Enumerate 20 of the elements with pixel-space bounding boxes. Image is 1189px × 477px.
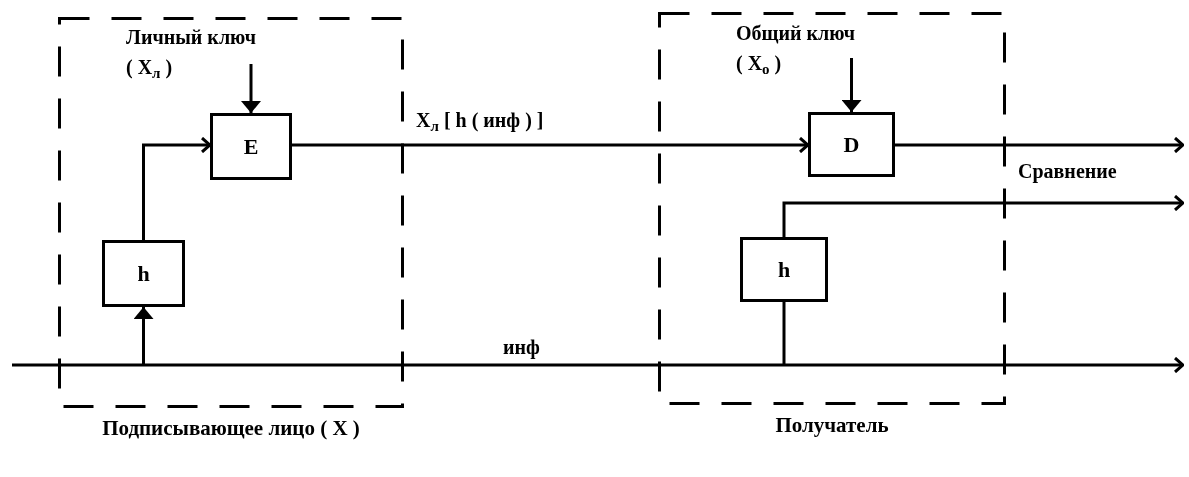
- connector-arrow: [782, 194, 1185, 237]
- frame-caption: Подписывающее лицо ( X ): [101, 415, 361, 442]
- signal-label: Сравнение: [1018, 159, 1117, 184]
- signal-label: инф: [503, 335, 540, 360]
- connector-line: [782, 302, 786, 365]
- connector-arrow: [895, 136, 1185, 154]
- process-box: h: [102, 240, 185, 307]
- key-label: Личный ключ: [126, 25, 256, 50]
- frame-caption: Получатель: [774, 412, 890, 439]
- process-box: E: [210, 113, 292, 180]
- connector-arrow: [841, 58, 862, 112]
- connector-arrow: [142, 136, 212, 240]
- connector-arrow: [133, 307, 154, 365]
- process-box: h: [740, 237, 828, 302]
- process-box: D: [808, 112, 895, 177]
- key-label: ( X$_{л}$ ): [126, 55, 173, 82]
- key-label: Общий ключ: [736, 21, 856, 46]
- key-label: ( X$_{о}$ ): [736, 51, 782, 78]
- connector-arrow: [241, 64, 261, 113]
- connector-arrow: [292, 136, 810, 154]
